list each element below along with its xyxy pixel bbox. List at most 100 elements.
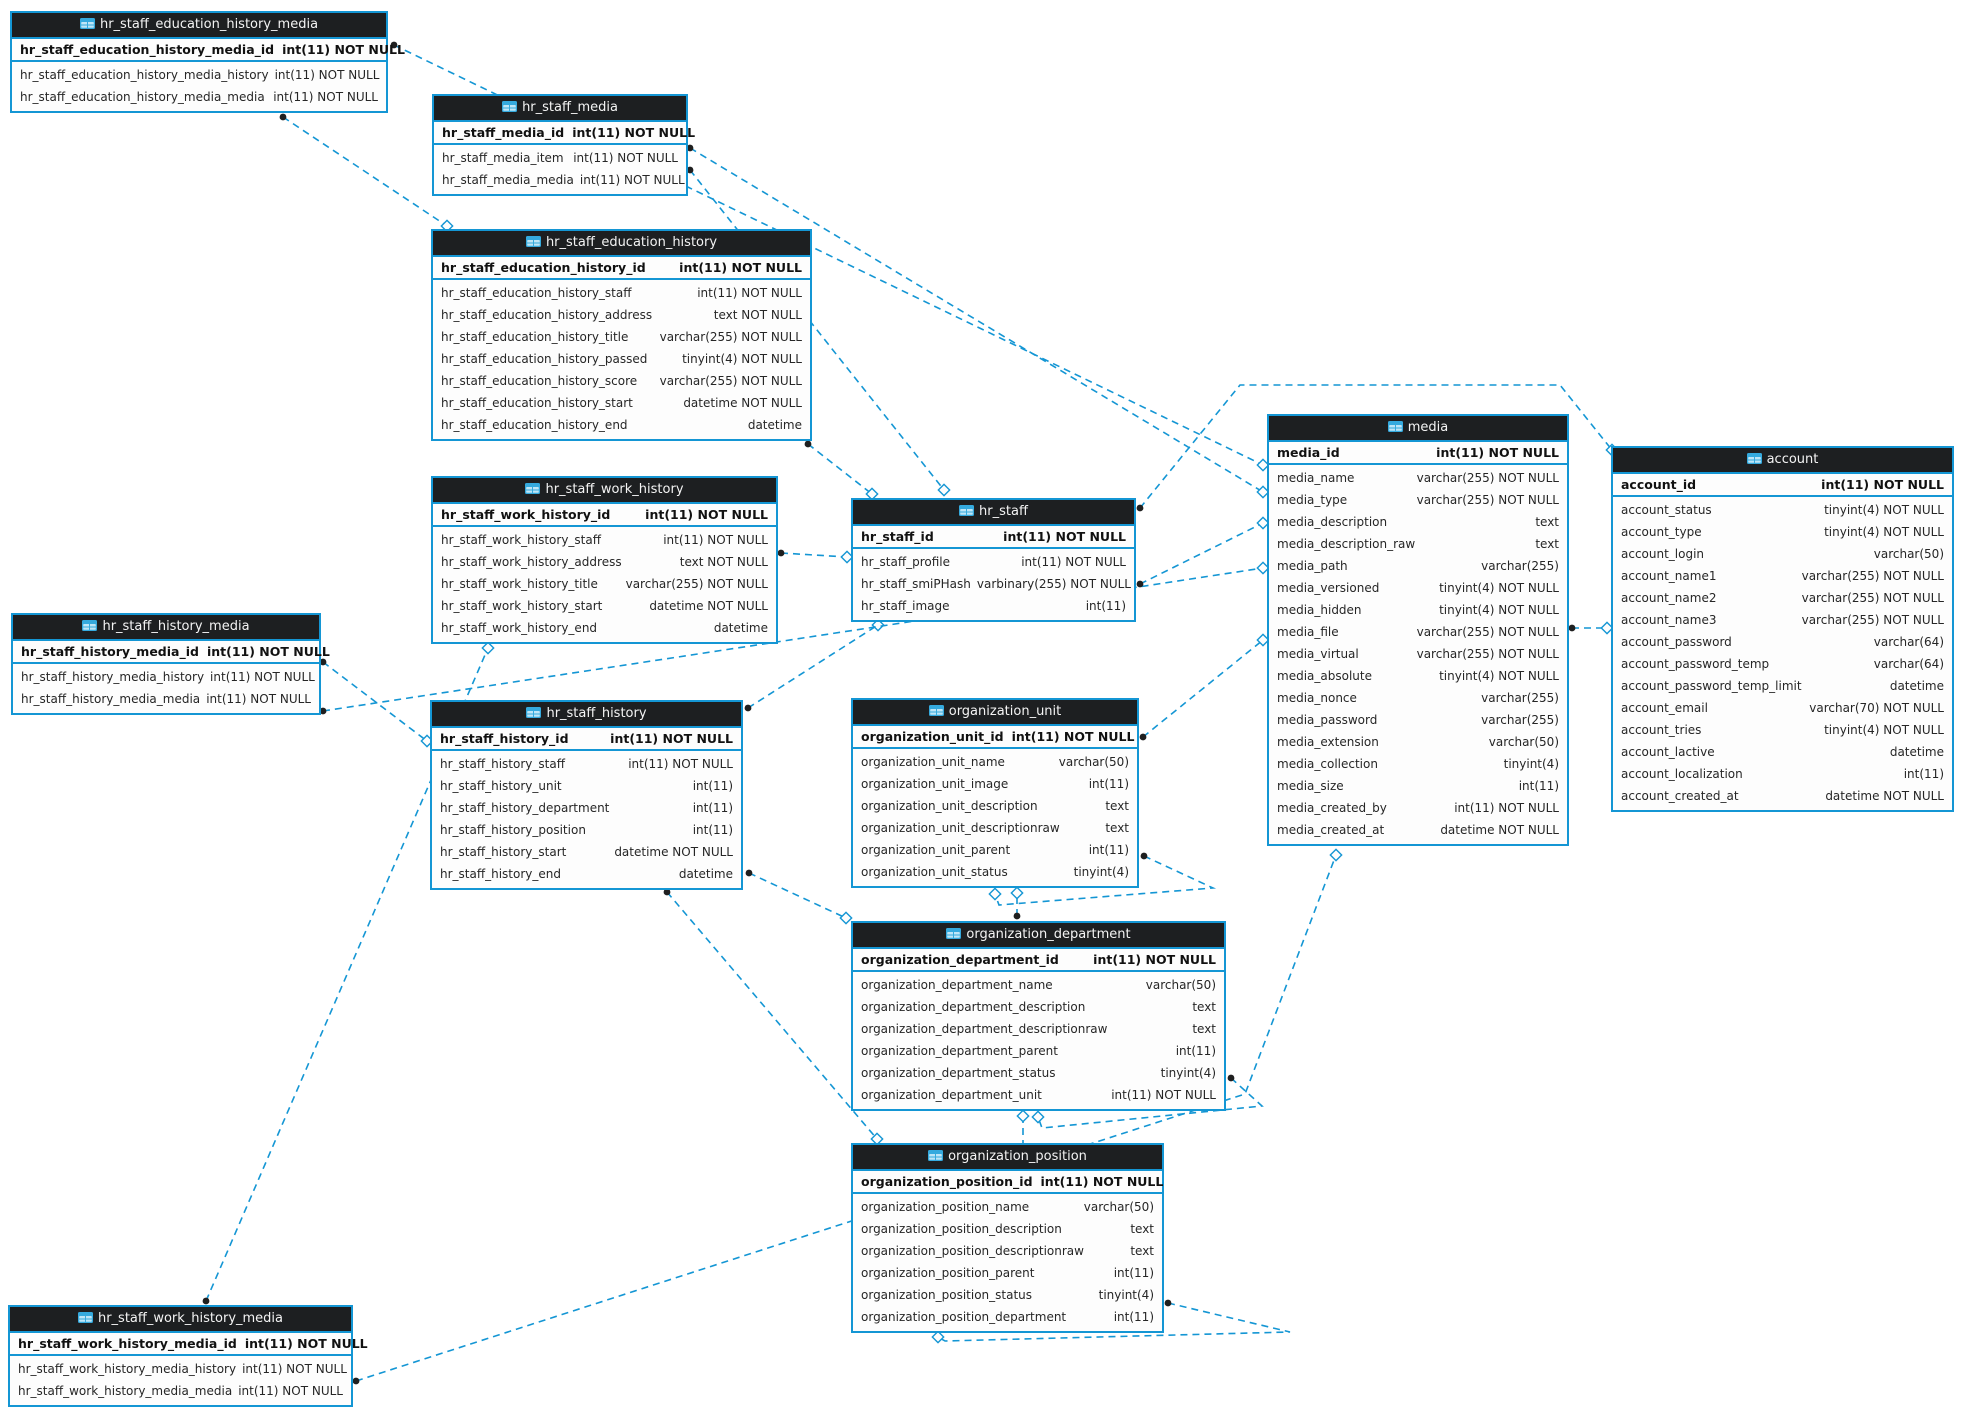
column-name: media_password [1277,713,1378,727]
column-name: account_password_temp [1621,657,1770,671]
column-type: varchar(255) NOT NULL [1416,471,1559,485]
column-type: varchar(255) NOT NULL [1416,625,1559,639]
table-icon [1387,417,1403,440]
endpoint-diamond-icon [1031,1110,1045,1124]
column-name: organization_department_parent [861,1044,1058,1058]
column-name: account_password_temp_limit [1621,679,1802,693]
table-organization_position[interactable]: organization_position organization_posit… [851,1143,1164,1333]
column-type: varchar(50) [1083,1200,1154,1214]
primary-key-name: hr_staff_history_id [440,731,569,746]
table-hr_staff_media[interactable]: hr_staff_media hr_staff_media_id int(11)… [432,94,695,196]
column-type: text [1130,1222,1154,1236]
table-header[interactable]: organization_unit [853,700,1137,726]
column-type: text [1192,1022,1216,1036]
column-type: varchar(50) [1488,735,1559,749]
column-type: varchar(70) NOT NULL [1809,701,1944,715]
column-type: varchar(255) NOT NULL [1801,569,1944,583]
column-type: text [1130,1244,1154,1258]
column-name: hr_staff_education_history_end [441,418,628,432]
primary-key-type: int(11) NOT NULL [645,507,768,522]
column-name: hr_staff_history_media_history [21,670,205,684]
column-type: tinyint(4) [1098,1288,1154,1302]
table-header[interactable]: hr_staff_work_history_media [10,1307,351,1333]
primary-key-type: int(11) NOT NULL [282,42,405,57]
column-name: media_description [1277,515,1388,529]
relationship-hr_staff_history-to-organization_position [663,888,884,1146]
column-name: account_localization [1621,767,1743,781]
table-header[interactable]: hr_staff_media [434,96,686,122]
column-name: organization_department_descriptionraw [861,1022,1108,1036]
column-name: hr_staff_history_media_media [21,692,201,706]
table-header[interactable]: media [1269,416,1567,442]
primary-key-name: hr_staff_id [861,529,934,544]
table-organization_unit[interactable]: organization_unit organization_unit_id i… [851,698,1139,888]
table-icon [959,501,975,524]
table-icon [946,924,962,947]
table-hr_staff_work_history[interactable]: hr_staff_work_history hr_staff_work_hist… [431,476,778,644]
column-name: hr_staff_work_history_title [441,577,598,591]
table-media[interactable]: media media_id int(11) NOT NULL media_na… [1267,414,1569,846]
table-hr_staff_history_media[interactable]: hr_staff_history_media hr_staff_history_… [11,613,330,715]
column-type: int(11) [692,823,733,837]
table-hr_staff_education_history[interactable]: hr_staff_education_history hr_staff_educ… [431,229,812,441]
primary-key-row: hr_staff_id int(11) NOT NULL [853,526,1134,549]
table-header[interactable]: hr_staff [853,500,1134,526]
column-type: int(11) NOT NULL [242,1362,347,1376]
primary-key-row: media_id int(11) NOT NULL [1269,442,1567,465]
table-header[interactable]: hr_staff_work_history [433,478,776,504]
table-columns: hr_staff_education_history_media_history… [12,62,386,111]
table-hr_staff_education_history_media[interactable]: hr_staff_education_history_media hr_staf… [10,11,405,113]
table-header[interactable]: account [1613,448,1952,474]
table-header[interactable]: hr_staff_education_history [433,231,810,257]
table-icon [526,703,542,726]
column-name: account_tries [1621,723,1702,737]
table-hr_staff_history[interactable]: hr_staff_history hr_staff_history_id int… [430,700,743,890]
endpoint-dot-icon [1136,504,1144,512]
relationship-hr_staff_work_history-to-hr_staff [777,549,854,564]
table-header[interactable]: hr_staff_history_media [13,615,319,641]
table-header[interactable]: hr_staff_education_history_media [12,13,386,39]
column-type: int(11) [692,801,733,815]
primary-key-name: hr_staff_work_history_media_id [18,1336,237,1351]
table-header[interactable]: organization_position [853,1145,1162,1171]
column-type: tinyint(4) NOT NULL [682,352,802,366]
column-type: tinyint(4) [1503,757,1559,771]
primary-key-row: hr_staff_education_history_media_id int(… [12,39,405,62]
table-hr_staff[interactable]: hr_staff hr_staff_id int(11) NOT NULL hr… [851,498,1136,622]
primary-key-name: hr_staff_work_history_id [441,507,611,522]
primary-key-type: int(11) NOT NULL [1003,529,1126,544]
table-hr_staff_work_history_media[interactable]: hr_staff_work_history_media hr_staff_wor… [8,1305,368,1407]
primary-key-name: account_id [1621,477,1697,492]
column-type: datetime [1889,745,1944,759]
column-type: datetime NOT NULL [614,845,733,859]
table-organization_department[interactable]: organization_department organization_dep… [851,921,1226,1111]
column-name: organization_unit_parent [861,843,1011,857]
table-account[interactable]: account account_id int(11) NOT NULL acco… [1611,446,1954,812]
column-type: int(11) NOT NULL [697,286,802,300]
column-name: hr_staff_history_end [440,867,561,881]
table-header[interactable]: hr_staff_history [432,702,741,728]
primary-key-name: hr_staff_education_history_media_id [20,42,275,57]
table-header[interactable]: organization_department [853,923,1224,949]
